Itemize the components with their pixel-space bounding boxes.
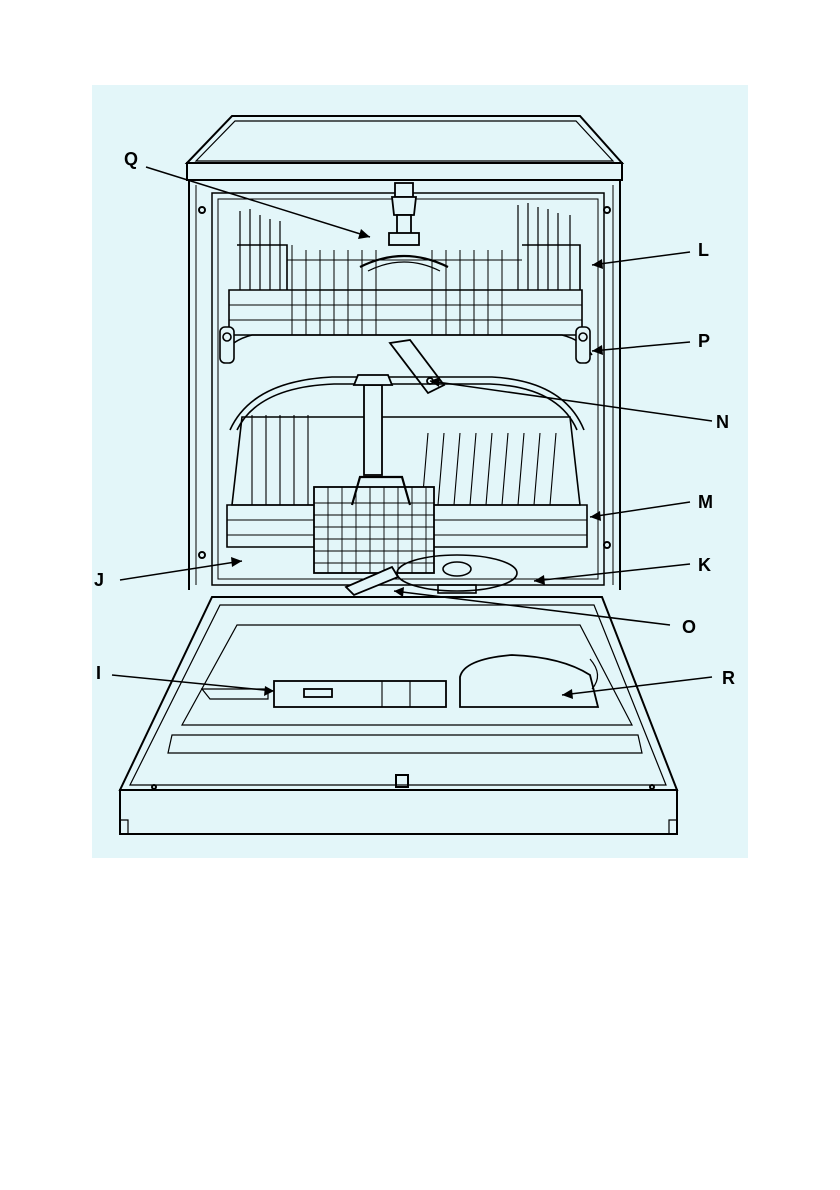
callout-label-i: I [96,663,101,683]
callout-label-q: Q [124,149,138,169]
dishwasher-illustration: Q L P N M K J O I R [92,85,748,858]
callout-label-p: P [698,331,710,351]
callout-label-j: J [94,570,104,590]
callout-label-n: N [716,412,729,432]
callout-label-r: R [722,668,735,688]
callout-label-o: O [682,617,696,637]
callout-label-m: M [698,492,713,512]
callout-label-l: L [698,240,709,260]
dishwasher-diagram: Q L P N M K J O I R [92,85,748,858]
figure-background [92,85,748,858]
callout-label-k: K [698,555,711,575]
